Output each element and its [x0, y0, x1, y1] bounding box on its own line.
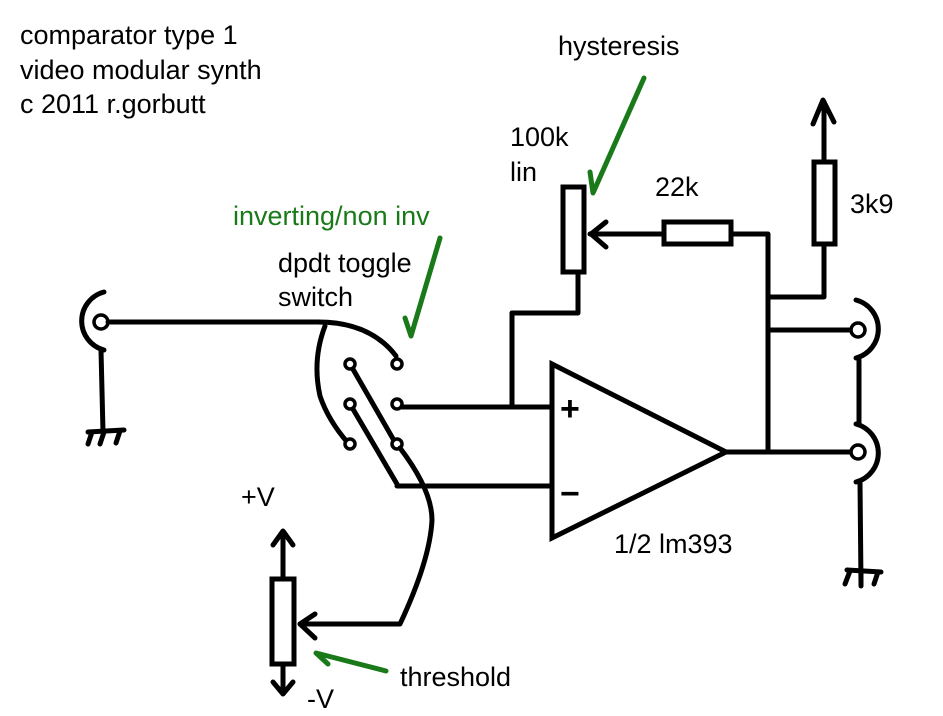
switch-terminal-icon [343, 357, 357, 371]
negative-rail-label: -V [307, 684, 334, 714]
output-jack-2 [849, 421, 881, 485]
input-ground-icon [85, 427, 127, 447]
switch-terminal-icon [343, 397, 357, 411]
comparator: + − 1/2 lm393 [549, 359, 733, 559]
dpdt-switch: dpdt toggle switch [278, 248, 412, 487]
inverting-annotation-label: inverting/non inv [233, 201, 430, 231]
feedback-resistor-value: 22k [655, 172, 699, 202]
output-jack-2-tip-icon [849, 443, 867, 461]
switch-terminal-icon [343, 437, 357, 451]
title-line-1: comparator type 1 [20, 20, 238, 50]
input-ground-wire [98, 347, 106, 435]
hysteresis-wiper-arrow-icon [588, 219, 609, 250]
output-jack-2-sleeve-icon [853, 421, 881, 485]
output-jack-1 [849, 297, 881, 361]
threshold-wiper-wire [297, 445, 435, 627]
output-ground-icon [842, 567, 884, 589]
annotation-inverting: inverting/non inv [233, 201, 443, 339]
switch-link-1 [347, 361, 399, 447]
positive-rail-arrow-icon [270, 528, 296, 548]
plus-symbol: + [560, 390, 580, 428]
title-line-3: c 2011 r.gorbutt [20, 89, 206, 119]
hysteresis-pot-bottom-wire [509, 269, 581, 316]
positive-rail-label: +V [241, 482, 275, 512]
minus-symbol: − [560, 475, 580, 513]
switch-label-line-2: switch [278, 282, 353, 312]
threshold-annotation-label: threshold [400, 662, 511, 692]
pullup-resistor: 3k9 [810, 97, 894, 247]
threshold-wiper-arrow-icon [297, 611, 318, 641]
title-block: comparator type 1 video modular synth c … [20, 20, 262, 119]
threshold-pot: +V -V [241, 482, 334, 714]
switch-terminal-icon [390, 397, 404, 411]
output-ground-wire [857, 479, 864, 587]
input-jack-sleeve-icon [79, 289, 107, 353]
feedback-wire [728, 231, 771, 455]
switch-label-line-1: dpdt toggle [278, 248, 412, 278]
hysteresis-annotation-label: hysteresis [558, 31, 680, 61]
output-jack-1-tip-icon [849, 321, 867, 339]
threshold-pot-body-icon [269, 576, 297, 667]
feedback-resistor-icon [661, 219, 734, 247]
hysteresis-pointer-arrow-icon [587, 75, 647, 196]
pullup-wire [765, 241, 827, 300]
title-line-2: video modular synth [20, 55, 262, 85]
annotation-hysteresis: hysteresis [558, 31, 680, 196]
hysteresis-pot-taper: lin [510, 157, 537, 187]
comparator-triangle-icon [549, 359, 732, 543]
annotation-threshold: threshold [313, 650, 511, 692]
hysteresis-pot-body-icon [560, 184, 587, 275]
switch-wire-to-bottom-left [314, 323, 351, 446]
pullup-resistor-value: 3k9 [850, 189, 894, 219]
supply-arrow-icon [810, 97, 837, 127]
comparator-part-label: 1/2 lm393 [614, 529, 733, 559]
output-jack-1-sleeve-icon [853, 297, 881, 361]
switch-link-2 [347, 401, 400, 487]
switch-terminal-icon [390, 357, 404, 371]
pullup-resistor-icon [811, 159, 838, 247]
hysteresis-pot-value: 100k [510, 122, 569, 152]
switch-wire-to-top-right [315, 319, 399, 359]
input-jack [79, 289, 321, 447]
inverting-pointer-arrow-icon [402, 235, 443, 339]
threshold-pointer-arrow-icon [313, 650, 389, 674]
negative-rail-arrow-icon [270, 679, 296, 697]
